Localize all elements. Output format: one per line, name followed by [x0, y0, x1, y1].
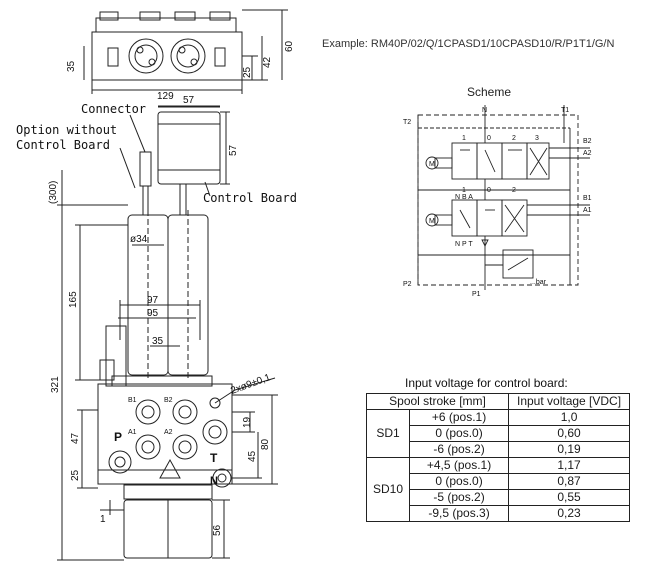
- table-header-row: Spool stroke [mm] Input voltage [VDC]: [365, 393, 631, 410]
- scheme-pos3-top: 3: [535, 135, 539, 142]
- dim-165: 165: [68, 291, 79, 308]
- voltage-cell: 1,0: [508, 409, 631, 426]
- scheme-p2: P2: [403, 281, 412, 288]
- scheme-title: Scheme: [467, 85, 512, 99]
- stroke-cell: +6 (pos.1): [409, 409, 510, 426]
- callout-connector: Connector: [81, 102, 146, 116]
- port-t-label: T: [210, 451, 218, 465]
- table-row: 0 (pos.0) 0,60: [367, 425, 631, 442]
- dim-35-top: 35: [66, 60, 77, 72]
- table-row: SD10 +4,5 (pos.1) 1,17: [365, 457, 631, 522]
- table-title: Input voltage for control board:: [405, 376, 568, 390]
- dim-80: 80: [260, 438, 271, 450]
- top-view: [83, 9, 288, 94]
- voltage-cell: 0,87: [508, 473, 631, 490]
- dim-321: 321: [50, 376, 61, 393]
- dim-35: 35: [152, 336, 164, 347]
- stroke-cell: -5 (pos.2): [409, 489, 510, 506]
- input-voltage-table: Spool stroke [mm] Input voltage [VDC] SD…: [365, 393, 631, 522]
- stroke-cell: +4,5 (pos.1): [409, 457, 510, 474]
- connector: [139, 151, 152, 187]
- dim-1: 1: [100, 514, 106, 525]
- scheme-border: [417, 114, 579, 286]
- port-b2-label: B2: [164, 397, 173, 404]
- scheme-pos0-bottom: 0: [487, 187, 491, 194]
- stroke-cell: 0 (pos.0): [409, 473, 510, 490]
- voltage-cell: 0,60: [508, 425, 631, 442]
- voltage-cell: 0,55: [508, 489, 631, 506]
- dim-129: 129: [157, 91, 174, 102]
- dim-57-width: 57: [183, 95, 195, 106]
- callout-option-line2: Control Board: [16, 138, 110, 152]
- dim-25: 25: [70, 469, 81, 481]
- port-a1-label: A1: [128, 429, 137, 436]
- valve-body: [97, 375, 233, 500]
- voltage-cell: 0,23: [508, 505, 631, 522]
- group-sd10: SD10: [365, 457, 411, 522]
- dim-47: 47: [70, 432, 81, 444]
- control-board-leader: [204, 181, 211, 197]
- dim-42: 42: [262, 56, 273, 68]
- scheme-a2: A2: [583, 150, 592, 157]
- callout-option-line1: Option without: [16, 123, 117, 137]
- dim-57-height: 57: [228, 144, 239, 156]
- scheme-relief-valve: [502, 249, 534, 279]
- port-p-label: P: [114, 430, 122, 444]
- dim-19: 19: [242, 416, 253, 428]
- scheme-t1: T1: [561, 107, 569, 114]
- dim-cable-300: (300): [48, 181, 59, 204]
- dim-25-top: 25: [242, 66, 253, 78]
- dim-60: 60: [284, 40, 295, 52]
- table-row: -5 (pos.2) 0,55: [367, 489, 631, 506]
- scheme-pos2-top: 2: [512, 135, 516, 142]
- scheme-motor-1: [425, 156, 439, 170]
- callout-control-board: Control Board: [203, 191, 297, 205]
- valve-block: [97, 383, 233, 485]
- scheme-b2: B2: [583, 138, 592, 145]
- group-sd1: SD1: [365, 409, 411, 458]
- scheme-npt: N P T: [455, 241, 473, 248]
- connector-leader: [129, 114, 146, 153]
- scheme-pos1-top: 1: [462, 135, 466, 142]
- stroke-cell: 0 (pos.0): [409, 425, 510, 442]
- dim-56: 56: [212, 524, 223, 536]
- stroke-cell: -6 (pos.2): [409, 441, 510, 458]
- scheme-n: N: [482, 107, 487, 114]
- dim-97: 97: [147, 295, 159, 306]
- example-label: Example: RM40P/02/Q/1CPASD1/10CPASD10/R/…: [322, 38, 615, 50]
- port-a2-label: A2: [164, 429, 173, 436]
- dim-45: 45: [247, 450, 258, 462]
- stroke-cell: -9,5 (pos.3): [409, 505, 510, 522]
- control-board-box: [157, 111, 221, 185]
- top-view-connectors: [95, 17, 237, 33]
- scheme-pos0-top: 0: [487, 135, 491, 142]
- dim-dia34: ø34: [130, 234, 148, 245]
- dim-95: 95: [147, 308, 159, 319]
- scheme-a1: A1: [583, 207, 592, 214]
- solenoid-tubes: [118, 210, 209, 380]
- header-spool-stroke: Spool stroke [mm]: [365, 393, 510, 410]
- control-board: [157, 106, 230, 185]
- voltage-cell: 0,19: [508, 441, 631, 458]
- scheme-motor-1-label: M: [429, 161, 435, 168]
- scheme-p1: P1: [472, 291, 481, 298]
- table-row: -6 (pos.2) 0,19: [367, 441, 631, 458]
- option-leader: [119, 147, 136, 189]
- scheme-t2: T2: [403, 119, 411, 126]
- header-input-voltage: Input voltage [VDC]: [508, 393, 631, 410]
- table-row: SD1 +6 (pos.1) 1,0: [365, 409, 631, 458]
- port-n-label: N: [210, 475, 218, 487]
- scheme-b1: B1: [583, 195, 592, 202]
- scheme-bar: ...bar: [530, 279, 547, 286]
- scheme-nba: N B A: [455, 194, 473, 201]
- scheme-pos1-bottom: 1: [462, 187, 466, 194]
- scheme-pos2-bottom: 2: [512, 187, 516, 194]
- voltage-cell: 1,17: [508, 457, 631, 474]
- table-row: -9,5 (pos.3) 0,23: [367, 505, 631, 522]
- scheme-motor-2-label: M: [429, 218, 435, 225]
- port-b1-label: B1: [128, 397, 137, 404]
- scheme-motor-2: [425, 213, 439, 227]
